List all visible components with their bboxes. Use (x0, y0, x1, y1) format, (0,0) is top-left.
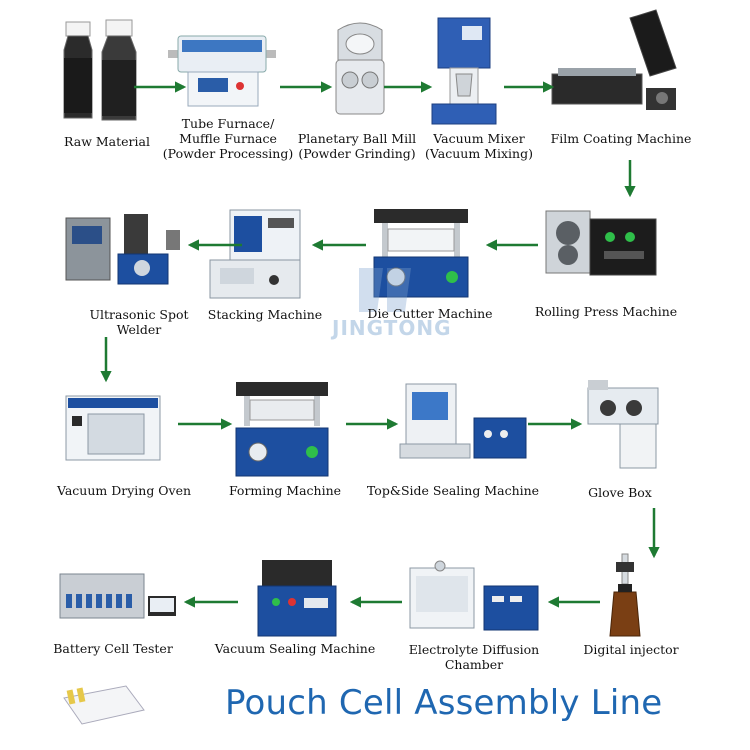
step-label-film-coating: Film Coating Machine (550, 131, 692, 146)
digital-injector-image (609, 553, 641, 637)
cell-tester-image (59, 573, 176, 619)
pouch-cell-image (63, 685, 145, 725)
drying-oven-image (65, 395, 161, 461)
step-label-forming: Forming Machine (228, 483, 342, 498)
step-label-digital-injector: Digital injector (583, 642, 679, 657)
ball-mill-image (335, 22, 385, 115)
step-label-die-cutter: Die Cutter Machine (367, 306, 493, 321)
rolling-press-image (545, 210, 657, 276)
step-label-tube-furnace: Tube Furnace/Muffle Furnace(Powder Proce… (162, 116, 294, 161)
step-label-vacuum-mixer: Vacuum Mixer(Vacuum Mixing) (425, 131, 533, 161)
vacuum-mixer-image (431, 17, 497, 125)
raw-material-image (63, 19, 137, 121)
step-label-cell-tester: Battery Cell Tester (53, 641, 173, 656)
step-label-raw-material: Raw Material (64, 134, 150, 149)
step-label-stacking: Stacking Machine (207, 307, 323, 322)
stacking-image (209, 209, 301, 299)
step-label-drying-oven: Vacuum Drying Oven (56, 483, 192, 498)
step-label-top-side-sealing: Top&Side Sealing Machine (366, 483, 540, 498)
step-label-ball-mill: Planetary Ball Mill(Powder Grinding) (297, 131, 417, 161)
die-cutter-image (373, 209, 469, 298)
glove-box-image (587, 380, 659, 469)
step-label-glove-box: Glove Box (588, 485, 652, 500)
film-coating-image (551, 9, 677, 110)
tube-furnace-image (168, 35, 276, 107)
top-side-sealing-image (399, 383, 527, 459)
diagram-title: Pouch Cell Assembly Line (225, 683, 663, 723)
step-label-vacuum-sealing: Vacuum Sealing Machine (214, 641, 376, 656)
spot-welder-image (65, 214, 180, 285)
logo-mark-icon (359, 268, 411, 312)
forming-image (235, 382, 329, 477)
step-label-rolling-press: Rolling Press Machine (534, 304, 678, 319)
vacuum-sealing-image (257, 560, 337, 637)
diffusion-chamber-image (409, 560, 539, 631)
watermark-text: JINGTONG (332, 316, 452, 340)
